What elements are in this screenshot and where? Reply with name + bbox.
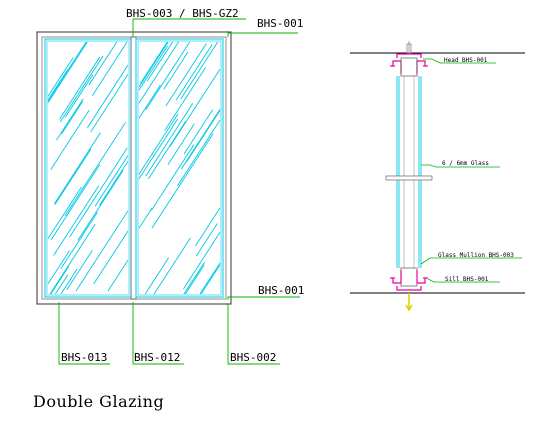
sill-fixing [405,293,413,312]
inner-frame [41,36,227,300]
glass-hatch-line [138,113,179,175]
glass-hatch-line [64,74,94,118]
center-mullion [130,36,137,300]
glass-hatch-line [93,230,129,285]
label-section-sill: Sill BHS-001 [445,276,489,283]
head-frame [400,57,418,77]
glass-hatch-line [144,257,169,295]
label-head: BHS-001 [257,17,303,30]
glass-hatch-line [47,70,68,101]
glass-hatch-line [47,186,82,239]
glass-hatch-line [151,144,195,211]
glass-hatch-line [199,262,221,295]
glass-hatch-line [94,155,129,207]
glass-hatch-line [47,41,88,104]
glass-hatch-line [183,232,221,290]
glass-hatch-line [50,109,90,170]
glass-hatch-line [151,133,214,229]
glass-hatch-line [175,44,213,101]
glass-hatch-line [66,250,93,291]
glass-hatch-line [169,68,221,147]
glass-hatch-line [148,121,187,180]
glass-hatch-line [55,274,69,295]
glass-hatch-line [49,223,96,295]
glass-hatch-line [53,185,99,256]
glass-hatch-line [138,207,153,229]
label-sill: BHS-001 [258,284,304,297]
head-fixing [406,41,412,54]
section-leaders [420,58,522,283]
glass-hatch-line [91,41,128,96]
glass-hatch-line [195,223,218,257]
glass-hatch-line [200,264,221,295]
label-section-head: Head BHS-001 [444,57,488,64]
glass-hatch-line [138,84,161,119]
glass-hatch-line [146,41,173,82]
glass-hatch-line [77,169,124,241]
glass-hatch-line [47,57,74,97]
glass-hatch-line [99,160,129,206]
glass-hatch-line [75,210,129,291]
glass-hatch-line [60,268,78,295]
left-glass-pane [44,38,132,298]
sill-frame [400,267,418,287]
label-top-mullion: BHS-003 / BHS-GZ2 [126,7,239,20]
glass-hatch-line [165,43,207,107]
glass-hatch-line [153,237,191,295]
glass-hatch-line [138,41,179,104]
glass-hatch-line [59,56,101,120]
label-section-mullion: Glass Mullion BHS-003 [438,252,514,259]
head-bracket [390,53,428,74]
glass-hatch-line [138,45,169,91]
glass-hatch-line [88,41,118,86]
glass-hatch-line [59,55,104,123]
label-mullion-bottom: BHS-012 [134,351,180,364]
glass-hatch-line [180,109,221,170]
glass-hatch-line [107,259,129,292]
glass-hatch-line [140,41,168,84]
window-elevation: BHS-003 / BHS-GZ2 BHS-001 BHS-001 BHS-01… [36,7,304,365]
glass-hatch-line [47,250,70,285]
glass-hatch-line [145,103,194,177]
glass-hatch-line [50,164,101,240]
glass-hatch-line [167,123,195,165]
glass-hatch-line [163,51,189,90]
glass-hatch-line [180,41,219,100]
glass-hatch-line [61,101,84,135]
glass-hatch-line [64,122,126,217]
label-section-glass: 6 / 6mm Glass [442,160,489,167]
glass-hatch-line [145,41,191,110]
section-mid-joint [385,175,433,181]
glass-hatch-line [69,147,128,238]
glass-hatch-line [138,118,179,180]
elevation-leaders [58,18,300,365]
glass-hatch-line [56,98,84,141]
section-spacer-lines [403,76,415,268]
glass-hatch-line [177,119,221,187]
glass-hatch-line [60,212,98,270]
glass-hatch-line [195,207,221,246]
glass-hatch-line [164,67,206,131]
glass-hatch-line [54,148,92,206]
right-glass-pane [135,38,224,298]
sill-bracket [390,270,428,291]
glass-hatch-line [183,109,214,155]
glass-hatch-line [87,64,129,129]
outer-frame [36,31,232,305]
glass-hatch-line [50,266,70,295]
glass-hatch-line [138,41,169,88]
glass-hatch-line [90,73,129,133]
label-jamb-right: BHS-002 [230,351,276,364]
drawing-caption: Double Glazing [33,392,165,411]
glass-hatch-line [183,261,205,295]
section-glass [396,76,422,268]
glass-hatch-line [54,132,101,204]
glass-hatch-line [186,110,221,163]
vertical-section: Head BHS-001 6 / 6mm Glass Glass Mullion… [350,41,525,312]
label-jamb-left: BHS-013 [61,351,107,364]
glass-hatch-line [185,264,205,295]
